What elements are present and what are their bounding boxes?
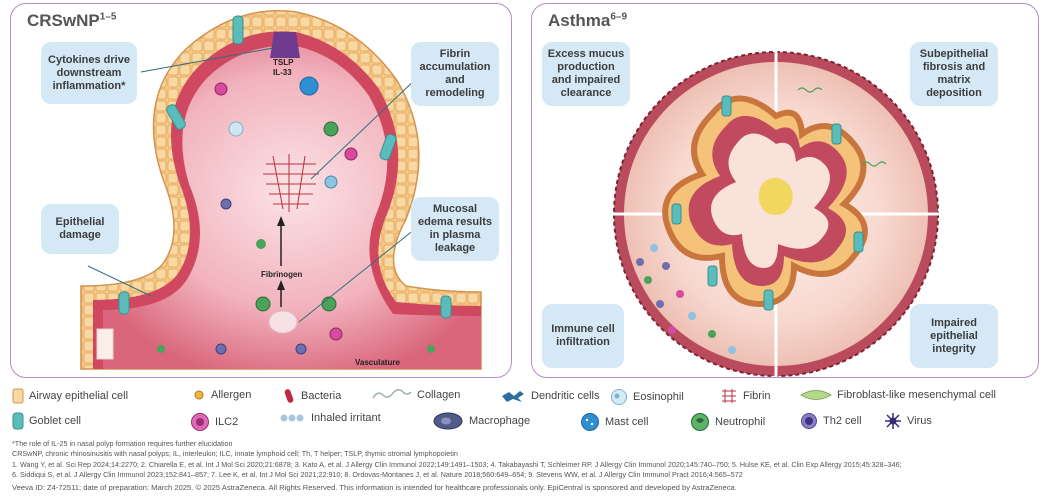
legend-label: Bacteria bbox=[301, 390, 342, 402]
ilc2-icon bbox=[191, 413, 209, 431]
th2-cell-icon bbox=[801, 413, 817, 429]
legend-item-mast-cell: Mast cell bbox=[580, 412, 648, 432]
footnote-il25: *The role of IL-25 in nasal polyp format… bbox=[12, 439, 233, 448]
legend-item-th2-cell: Th2 cell bbox=[800, 412, 862, 430]
vasculature-label: Vasculature bbox=[355, 358, 400, 367]
mast-cell bbox=[299, 76, 319, 96]
plasma-leakage bbox=[268, 310, 298, 334]
folded-epithelium bbox=[662, 95, 868, 308]
callout-cytokines: Cytokines drive downstream inflammation* bbox=[41, 42, 137, 104]
asthma-goblet-cells bbox=[671, 95, 864, 311]
callout-immune-infiltration: Immune cell infiltration bbox=[542, 304, 624, 368]
legend-item-allergen: Allergen bbox=[192, 388, 251, 402]
callout-fibrin: Fibrin accumulation and remodeling bbox=[411, 42, 499, 106]
legend-label: ILC2 bbox=[215, 416, 239, 428]
legend-label: Goblet cell bbox=[29, 415, 81, 427]
legend-item-fibrin: Fibrin bbox=[720, 388, 771, 404]
legend-label: Collagen bbox=[417, 389, 461, 401]
legend-item-goblet-cell: Goblet cell bbox=[12, 412, 81, 430]
legend-item-dendritic: Dendritic cells bbox=[500, 388, 599, 404]
tslp-label: TSLP bbox=[273, 58, 294, 67]
legend-label: Dendritic cells bbox=[531, 390, 600, 402]
callout-impaired-integrity: Impaired epithelial integrity bbox=[910, 304, 998, 368]
goblet-cell bbox=[118, 291, 130, 315]
legend-label: Allergen bbox=[211, 389, 252, 401]
collagen-fibers bbox=[797, 87, 887, 167]
legend-item-macrophage: Macrophage bbox=[432, 412, 530, 430]
bacteria-icon bbox=[284, 389, 294, 403]
fibrinogen-label: Fibrinogen bbox=[261, 270, 303, 279]
legend-label: Mast cell bbox=[605, 416, 649, 428]
legend-label: Inhaled irritant bbox=[311, 412, 381, 424]
neutrophil-icon bbox=[691, 413, 709, 431]
plasma-arrowhead bbox=[277, 280, 285, 290]
tslp-cell bbox=[270, 32, 300, 58]
legend-item-bacteria: Bacteria bbox=[282, 388, 341, 404]
callout-mucosal-edema: Mucosal edema results in plasma leakage bbox=[411, 197, 499, 261]
il33-label: IL-33 bbox=[273, 68, 292, 77]
goblet-cell bbox=[379, 133, 397, 161]
legend-label: Macrophage bbox=[469, 415, 531, 427]
legend-label: Th2 cell bbox=[823, 415, 862, 427]
legend-label: Fibrin bbox=[743, 390, 771, 402]
polyp-stroma bbox=[103, 45, 481, 369]
goblet-cell bbox=[232, 15, 244, 45]
footnote-abbreviations: CRSwNP, chronic rhinosinusitis with nasa… bbox=[12, 449, 458, 458]
collagen-icon bbox=[372, 389, 412, 399]
legend-label: Virus bbox=[907, 415, 932, 427]
footnote-references-2: 6. Siddiqui S, et al. J Allergy Clin Imm… bbox=[12, 470, 743, 479]
legend-item-airway-epithelial-cell: Airway epithelial cell bbox=[12, 388, 128, 404]
legend-item-neutrophil: Neutrophil bbox=[690, 412, 765, 432]
fibrin-mesh bbox=[263, 154, 319, 212]
crswnp-title: CRSwNP1–5 bbox=[27, 11, 117, 30]
nasal-polyp-illustration bbox=[80, 10, 482, 370]
legend-item-virus: Virus bbox=[884, 412, 932, 430]
asthma-title: Asthma6–9 bbox=[548, 11, 628, 30]
immune-cells bbox=[157, 82, 435, 355]
legend-label: Fibroblast-like mesenchymal cell bbox=[837, 389, 996, 401]
fibroblast-icon bbox=[800, 390, 832, 400]
inhaled-irritant-icon bbox=[280, 414, 304, 422]
infiltrating-immune-cells bbox=[636, 244, 736, 354]
legend-item-inhaled-irritant: Inhaled irritant bbox=[280, 412, 381, 424]
callout-leaders bbox=[87, 47, 420, 323]
legend-label: Neutrophil bbox=[715, 416, 766, 428]
legend-label: Airway epithelial cell bbox=[29, 390, 129, 402]
legend-item-ilc2: ILC2 bbox=[190, 412, 238, 432]
footnote-veeva: Veeva ID: Z4-72511; date of preparation:… bbox=[12, 483, 737, 492]
virus-icon bbox=[885, 413, 901, 429]
mast-cell-icon bbox=[581, 413, 599, 431]
fibrinogen-arrowhead bbox=[277, 216, 285, 226]
footnote-references-1: 1. Wang Y, et al. Sci Rep 2024;14:2270; … bbox=[12, 460, 902, 469]
callout-epithelial-damage: Epithelial damage bbox=[41, 204, 119, 254]
asthma-panel: Asthma6–9 Excess mucus production and im… bbox=[531, 3, 1039, 378]
eosinophil-icon bbox=[611, 389, 627, 405]
macrophage-icon bbox=[433, 412, 463, 430]
legend-item-eosinophil: Eosinophil bbox=[610, 388, 684, 406]
goblet-cell-icon bbox=[12, 412, 24, 430]
allergen-icon bbox=[194, 390, 204, 400]
legend-item-fibroblast: Fibroblast-like mesenchymal cell bbox=[800, 388, 996, 402]
crswnp-panel: CRSwNP1–5 Cytokines drive downstream inf… bbox=[10, 3, 512, 378]
legend-item-collagen: Collagen bbox=[372, 388, 460, 402]
airway-epithelial-cell-icon bbox=[12, 388, 24, 404]
goblet-cell bbox=[440, 295, 452, 319]
airway-cross-section-illustration bbox=[612, 50, 940, 377]
callout-subepithelial-fibrosis: Subepithelial fibrosis and matrix deposi… bbox=[910, 42, 998, 106]
blood-vessel bbox=[96, 328, 114, 360]
goblet-cell bbox=[166, 104, 186, 130]
legend-label: Eosinophil bbox=[633, 391, 684, 403]
legend: Airway epithelial cell Allergen Bacteria… bbox=[12, 386, 1042, 434]
fibrin-icon bbox=[722, 389, 736, 403]
dendritic-cell-icon bbox=[502, 391, 524, 402]
callout-excess-mucus: Excess mucus production and impaired cle… bbox=[542, 42, 630, 106]
